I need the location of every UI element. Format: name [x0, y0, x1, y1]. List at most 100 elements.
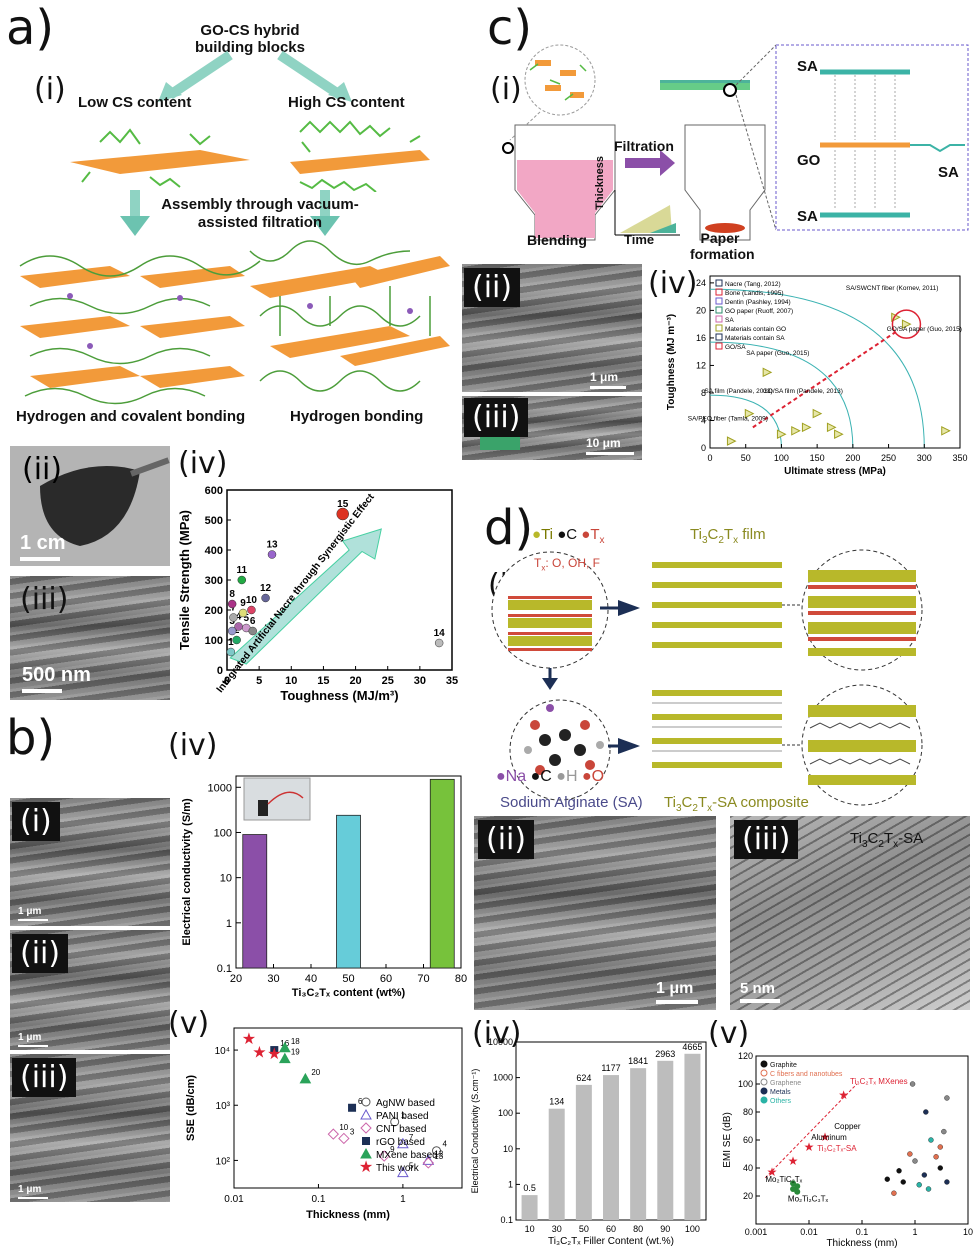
x-tick-label: 50 — [342, 973, 354, 985]
data-point — [422, 1157, 435, 1169]
x-tick-label: 50 — [741, 453, 751, 463]
tx-text: T — [590, 526, 600, 543]
arrow-shape — [229, 528, 382, 665]
legend-label: SA — [725, 317, 734, 324]
scale-bar-b-i: 1 μm — [18, 906, 48, 921]
mxene-star: ★ — [804, 1140, 815, 1154]
bar — [521, 1195, 538, 1220]
x-tick-label: 1 — [400, 1194, 406, 1205]
panel-a-iv-label: (iv) — [178, 446, 228, 481]
data-point — [227, 599, 237, 609]
panel-a-i-label: (i) — [34, 72, 66, 107]
legend-label: GO paper (Ruoff, 2007) — [725, 308, 793, 315]
data-point — [896, 1168, 902, 1174]
data-point — [348, 1103, 357, 1112]
y-tick-label: 10 — [503, 1144, 513, 1154]
composite-label: Ti3C2Tx-SA composite — [664, 794, 809, 814]
legend-label: Others — [770, 1098, 792, 1105]
x-axis-label: Thickness (mm) — [306, 1209, 390, 1221]
panel-d-ii-label: (ii) — [478, 820, 535, 859]
x-axis-label: Ultimate stress (MPa) — [784, 466, 886, 477]
y-tick-label: 400 — [205, 545, 223, 557]
bar-value-label: 0.5 — [523, 1183, 536, 1193]
point-label: 9 — [240, 598, 246, 609]
x-tick-label: 40 — [305, 973, 317, 985]
data-point — [237, 575, 247, 585]
tx-def-text: T — [534, 556, 542, 570]
time-label: Time — [624, 232, 655, 247]
bond-right-label: Hydrogen bonding — [290, 408, 424, 425]
data-point — [776, 429, 787, 440]
point-label: 10 — [339, 1123, 348, 1132]
split-arrows — [158, 50, 352, 102]
inset-background — [243, 777, 311, 821]
x-tick-label: 0 — [224, 675, 230, 687]
assembly-label: Assembly through vacuum-assisted filtrat… — [161, 196, 359, 231]
point-label: 6 — [250, 616, 256, 627]
y-tick-label: 20 — [696, 305, 706, 315]
legend-marker — [360, 1108, 372, 1120]
x-tick-label: 100 — [685, 1224, 700, 1234]
y-tick-label: 0 — [701, 443, 706, 453]
panel-b-iv-label: (iv) — [168, 728, 218, 763]
y-axis-label: EMI SE (dB) — [722, 1112, 733, 1168]
film-ti: Ti — [690, 526, 702, 543]
x-tick-label: 20 — [230, 973, 242, 985]
legend-marker: ★ — [359, 1159, 373, 1176]
x-tick-label: 15 — [317, 675, 329, 687]
scale-text: 1 μm — [18, 1032, 42, 1043]
point-label: 5 — [409, 1162, 414, 1171]
data-point — [826, 422, 837, 433]
sa-bottom-label: SA — [797, 208, 818, 225]
panel-d-v-label: (v) — [708, 1016, 750, 1051]
battery-icon — [258, 800, 268, 816]
synergy-arrow — [229, 528, 382, 665]
tx-definition: Tx: O, OH, F — [534, 556, 601, 573]
bar — [684, 1053, 701, 1220]
data-point — [937, 1165, 943, 1171]
data-point — [791, 425, 801, 436]
chart-annotation: GO/SA film (Pandele, 2013) — [763, 388, 843, 395]
data-point — [327, 1128, 340, 1140]
y-tick-label: 20 — [743, 1191, 753, 1201]
panel-a-label: a) — [6, 0, 55, 56]
legend-label: Materials contain SA — [725, 335, 785, 342]
data-point — [891, 1190, 897, 1196]
data-point — [434, 638, 444, 648]
scale-bar-1cm: 1 cm — [20, 532, 66, 561]
chart-annotation: SA paper (Guo, 2015) — [746, 350, 809, 357]
data-point — [944, 1095, 950, 1101]
tem-composite-label: Ti3C2Tx-SA — [850, 830, 924, 850]
legend-label: MXene based — [376, 1150, 438, 1161]
data-point — [923, 1109, 929, 1115]
sem-image-a-iii — [10, 576, 170, 700]
y-tick-label: 80 — [743, 1107, 753, 1117]
y-tick-label: 100 — [738, 1079, 753, 1089]
panel-b-i-label: (i) — [12, 802, 60, 841]
y-tick-label: 4 — [701, 415, 706, 425]
y-axis-label: Electrical conductivity (S/m) — [181, 798, 193, 946]
point-label: 20 — [311, 1068, 320, 1077]
x-tick-label: 300 — [917, 453, 932, 463]
legend-marker — [715, 279, 723, 287]
data-point — [884, 1176, 890, 1182]
legend-label: CNT based — [376, 1124, 426, 1135]
y-tick-label: 100 — [498, 1108, 513, 1118]
legend-label: Graphite — [770, 1062, 797, 1069]
data-point — [912, 1158, 918, 1164]
plot-frame — [709, 275, 961, 449]
scale-bar-b-ii: 1 μm — [18, 1032, 48, 1047]
y-tick-label: 1000 — [208, 782, 232, 794]
x-tick-label: 80 — [455, 973, 467, 985]
x-tick-label: 0.01 — [800, 1227, 818, 1237]
bar — [630, 1068, 647, 1220]
y-axis-label: Electrical Conductivity (S.cm⁻¹) — [470, 1069, 480, 1194]
y-tick-label: 10⁴ — [215, 1046, 230, 1057]
chart-annotation: SA/PEO fiber (Tamla, 2009) — [688, 415, 768, 422]
panel-b-ii-label: (ii) — [12, 934, 69, 973]
data-point — [744, 408, 755, 419]
tx-dot: ● — [581, 526, 591, 543]
